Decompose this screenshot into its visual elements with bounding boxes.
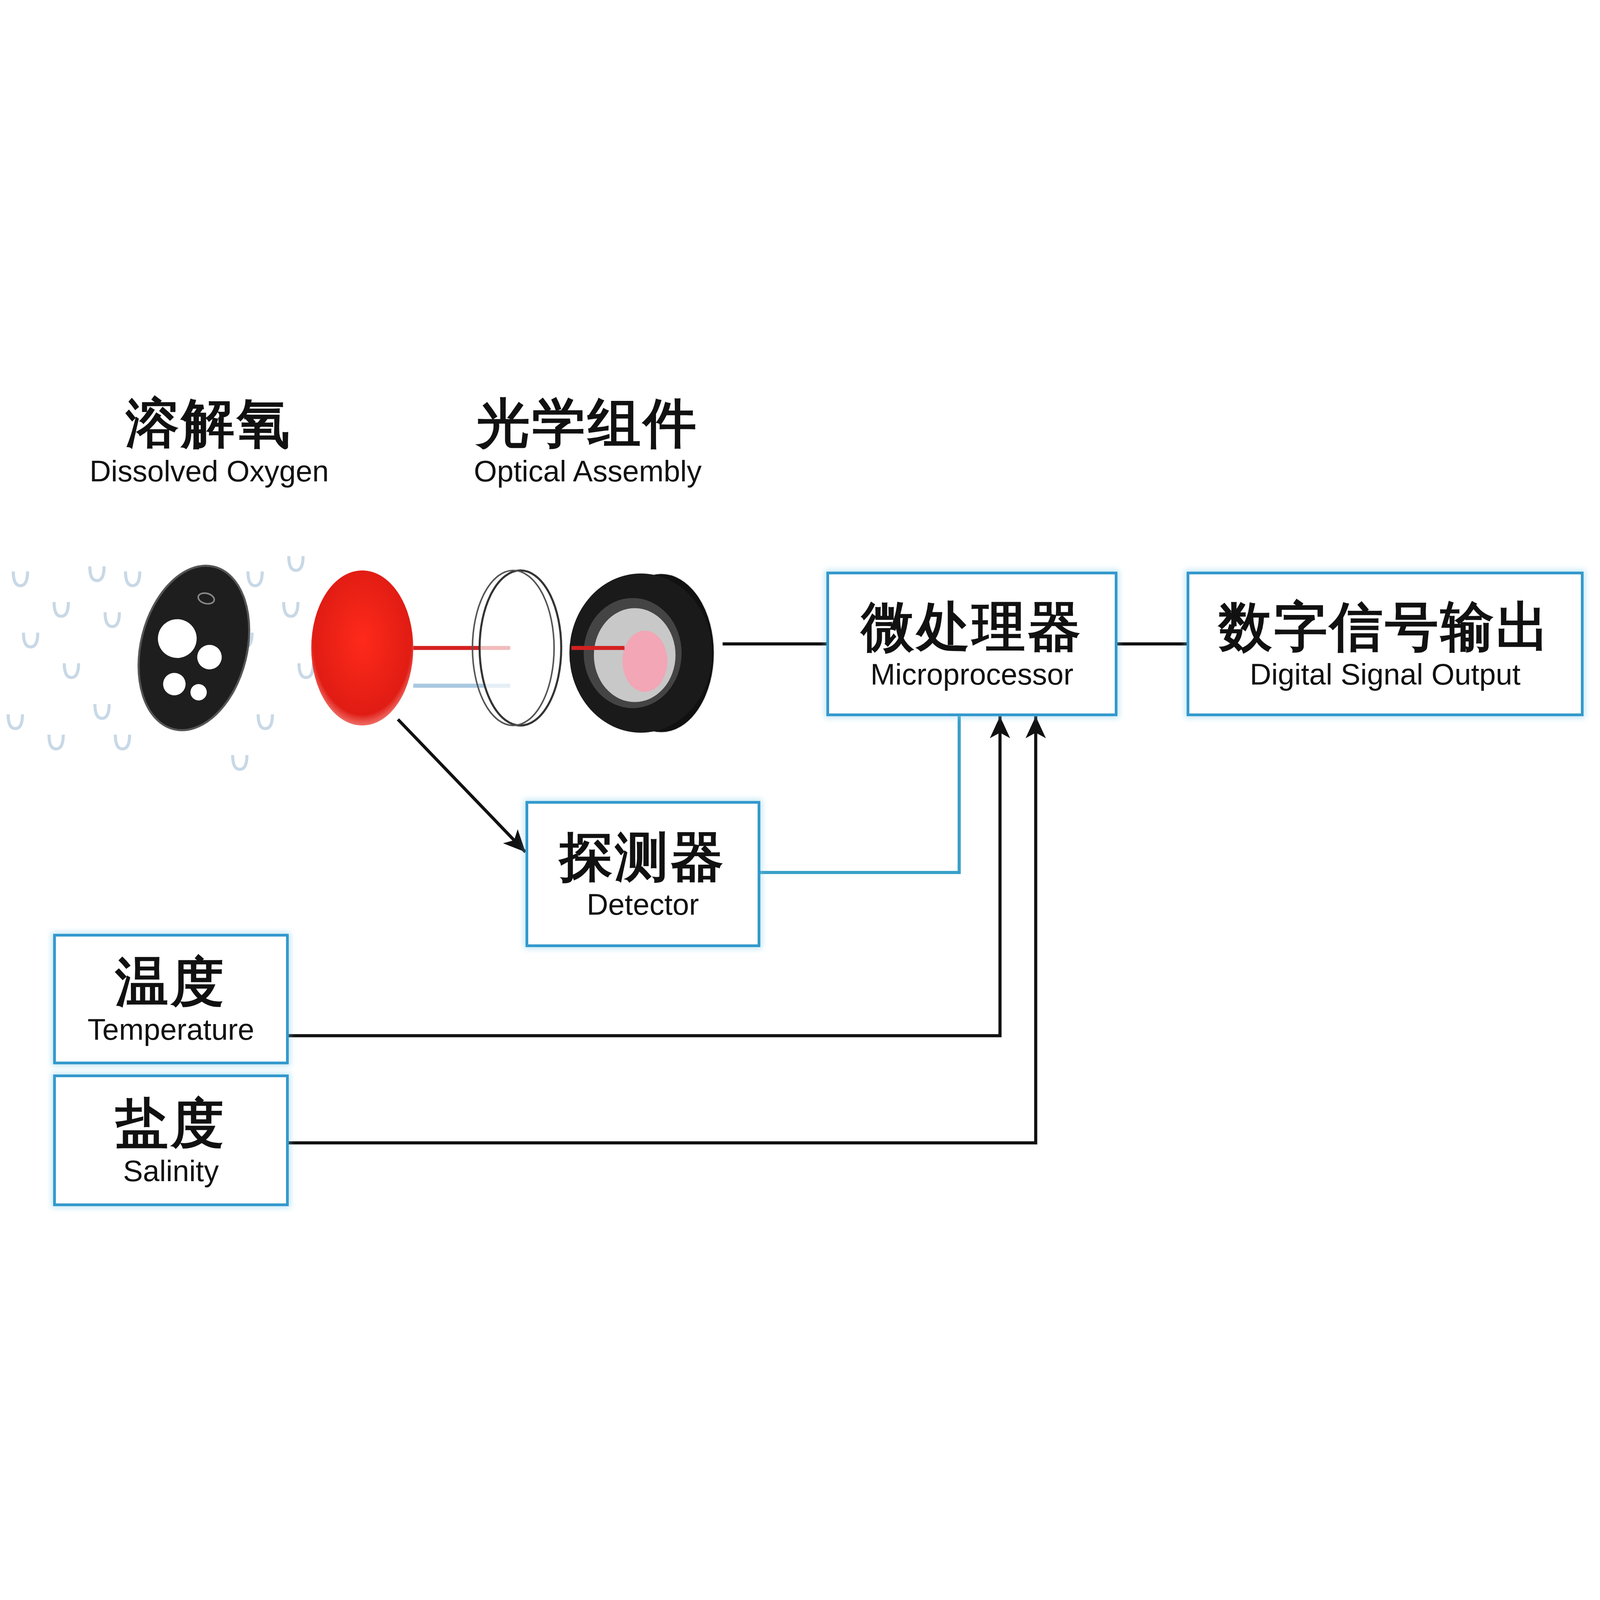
text-stack: 光学组件Optical Assembly [473,392,702,489]
connector [288,716,1036,1143]
bubble [105,612,120,627]
glass-window [472,570,562,726]
connector [760,716,960,873]
bubble [64,663,79,678]
bubble [23,632,38,648]
chinese-label: 盐度 [115,1092,227,1154]
english-label: Salinity [123,1153,219,1188]
bubble [288,555,304,571]
sensor-cap [122,554,266,742]
english-label: Dissolved Oxygen [89,454,329,489]
bubble [13,571,28,587]
english-label: Microprocessor [870,657,1074,692]
chinese-label: 温度 [115,951,227,1013]
bubble [248,571,263,587]
bubble [258,714,273,729]
english-label: Temperature [87,1012,255,1047]
connector [398,719,526,853]
connector [1117,642,1188,646]
english-label: Detector [586,887,699,922]
bubble [94,704,110,719]
bubble [232,755,247,770]
detector-box: 探测器Detector [525,800,761,947]
text-stack: 微处理器Microprocessor [861,596,1084,692]
text-stack: 溶解氧Dissolved Oxygen [89,392,329,489]
optical-housing [569,573,715,733]
english-label: Optical Assembly [473,454,702,489]
input-group: 溶解氧Dissolved Oxygen [15,392,403,720]
input-box: 温度Temperature [53,933,289,1065]
connector [288,716,1000,1036]
sensing-film [311,570,414,726]
text-stack: 数字信号输出Digital Signal Output [1218,596,1552,692]
input-box: 盐度Salinity [53,1074,289,1207]
connector [722,642,827,646]
assembly-group: 光学组件Optical Assembly [448,392,727,720]
bubble [8,714,23,729]
chinese-label: 数字信号输出 [1218,596,1552,658]
text-stack: 盐度Salinity [115,1092,227,1189]
output-box: 数字信号输出Digital Signal Output [1186,571,1584,717]
text-stack: 温度Temperature [87,951,255,1047]
bubble [48,734,64,750]
chinese-label: 微处理器 [861,596,1084,658]
chinese-label: 光学组件 [476,392,699,454]
process-box: 微处理器Microprocessor [826,571,1118,717]
bubble [298,663,314,678]
bubble [115,734,130,750]
chinese-label: 探测器 [559,826,726,888]
bubble [53,602,69,617]
bubble [125,571,140,587]
chinese-label: 溶解氧 [125,392,293,454]
bubble [283,602,299,617]
text-stack: 探测器Detector [559,826,726,922]
english-label: Digital Signal Output [1249,657,1521,692]
bubble [89,566,105,581]
